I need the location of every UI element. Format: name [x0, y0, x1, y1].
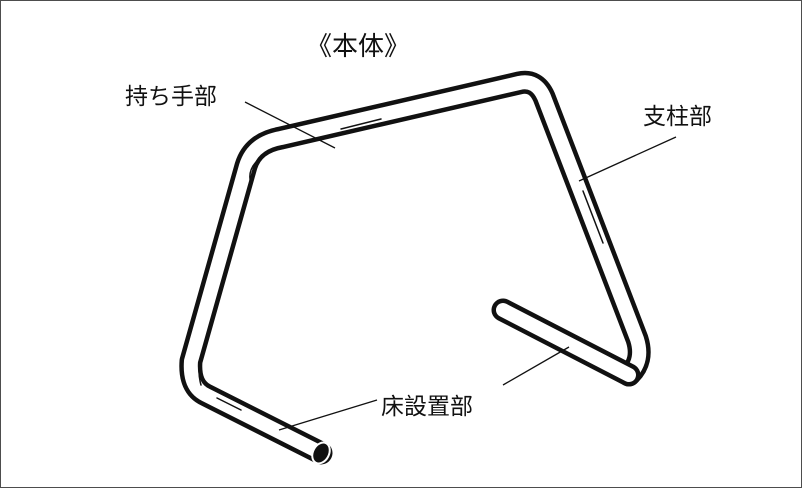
leader-floor-left [278, 399, 378, 431]
tube-main-fill [183, 75, 647, 460]
tube-main [179, 70, 651, 465]
highlight-post [582, 190, 604, 244]
label-floor: 床設置部 [381, 394, 473, 420]
highlight-handle [340, 118, 382, 130]
diagram-title: 《本体》 [306, 32, 410, 62]
leader-post [578, 136, 677, 182]
label-handle: 持ち手部 [125, 84, 217, 110]
highlight-left-bend [249, 160, 258, 185]
label-post: 支柱部 [643, 104, 712, 130]
leader-handle [244, 101, 336, 149]
tube-highlights [198, 118, 604, 411]
tube-floor-inner-fill [496, 303, 636, 382]
leader-floor-right [502, 346, 570, 386]
tube-open-end [311, 441, 331, 465]
highlight-lower-left [198, 356, 202, 386]
highlight-floor [216, 397, 242, 411]
tube-floor-inner [491, 298, 641, 387]
leader-lines [244, 101, 677, 431]
